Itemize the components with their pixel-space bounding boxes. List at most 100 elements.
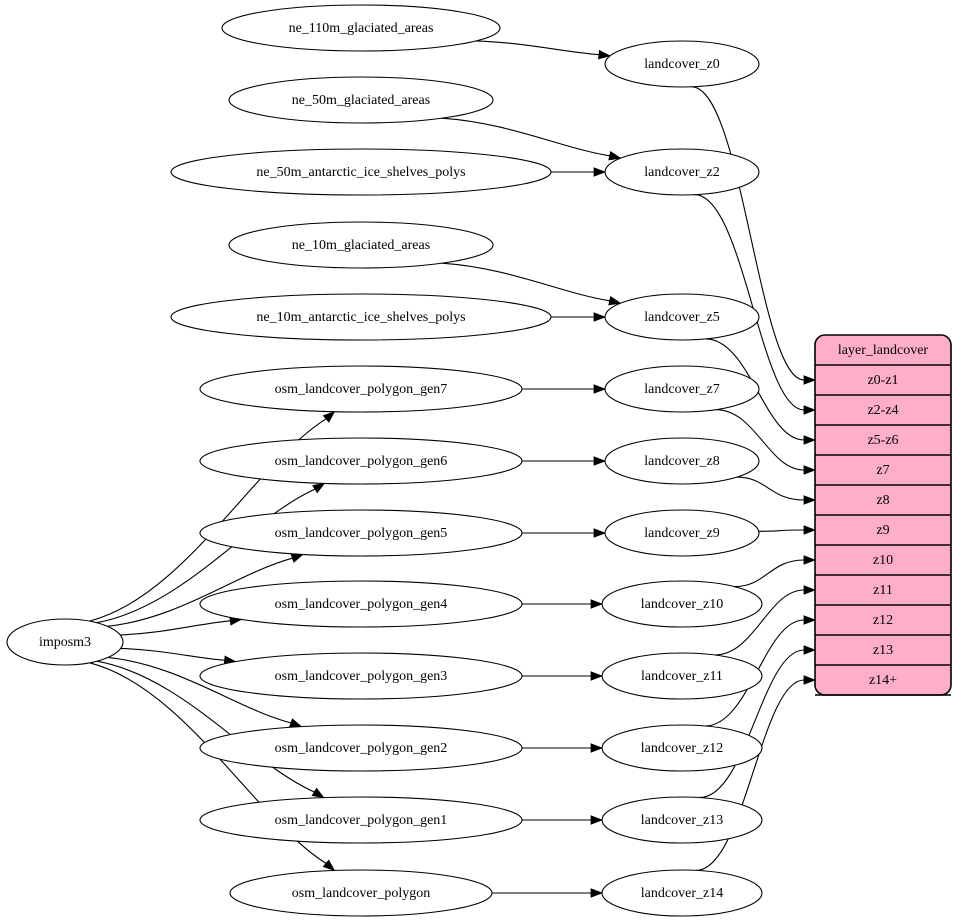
edge-arrowhead — [803, 585, 817, 595]
node-shape-landcover_z9 — [604, 509, 760, 557]
edge-arrowhead — [311, 787, 325, 799]
node-shape-landcover_z2 — [604, 148, 760, 196]
table-row-cell-z5-z6[interactable] — [815, 425, 951, 455]
edge-arrowhead — [803, 615, 817, 625]
edge-imposm3-to-osm_landcover_polygon_gen2 — [107, 656, 292, 724]
edge-arrowhead — [608, 296, 622, 306]
node-shape-osm_landcover_polygon — [229, 869, 493, 917]
edge-imposm3-to-osm_landcover_polygon_gen6 — [96, 488, 316, 624]
node-shape-osm_landcover_polygon_gen7 — [199, 365, 523, 413]
table-row-label-z14-: z14+ — [869, 673, 897, 688]
edge-arrowhead — [598, 49, 612, 60]
node-shape-landcover_z14 — [601, 869, 763, 917]
edge-arrowhead — [803, 465, 817, 475]
node-osm_landcover_polygon_gen4[interactable]: osm_landcover_polygon_gen4 — [199, 580, 523, 628]
node-ne_50m_glaciated_areas[interactable]: ne_50m_glaciated_areas — [228, 76, 494, 124]
edge-arrowhead — [803, 555, 817, 565]
table-row-label-z11: z11 — [873, 583, 893, 598]
edge-arrowhead — [590, 743, 604, 753]
node-osm_landcover_polygon_gen2[interactable]: osm_landcover_polygon_gen2 — [199, 724, 523, 772]
node-label-ne_50m_antarctic_ice_shelves_polys: ne_50m_antarctic_ice_shelves_polys — [256, 165, 465, 180]
node-shape-landcover_z13 — [601, 796, 763, 844]
node-label-landcover_z10: landcover_z10 — [641, 597, 723, 612]
table-layer: layer_landcoverz0-z1z2-z4z5-z6z7z8z9z10z… — [814, 334, 952, 696]
table-row-cell-z12[interactable] — [815, 605, 951, 635]
node-ne_110m_glaciated_areas[interactable]: ne_110m_glaciated_areas — [221, 4, 501, 52]
edge-landcover_z2-to-layer_landcover:z2-z4 — [694, 194, 805, 411]
node-landcover_z9[interactable]: landcover_z9 — [604, 509, 760, 557]
node-osm_landcover_polygon_gen7[interactable]: osm_landcover_polygon_gen7 — [199, 365, 523, 413]
node-label-osm_landcover_polygon_gen2: osm_landcover_polygon_gen2 — [275, 741, 448, 756]
node-shape-osm_landcover_polygon_gen1 — [199, 796, 523, 844]
node-osm_landcover_polygon_gen5[interactable]: osm_landcover_polygon_gen5 — [199, 509, 523, 557]
edge-arrowhead — [593, 384, 607, 394]
node-osm_landcover_polygon[interactable]: osm_landcover_polygon — [229, 869, 493, 917]
node-landcover_z8[interactable]: landcover_z8 — [604, 437, 760, 485]
node-label-osm_landcover_polygon: osm_landcover_polygon — [292, 886, 430, 901]
edge-landcover_z13-to-layer_landcover:z13 — [699, 649, 805, 799]
nodes-layer: imposm3 ne_110m_glaciated_areas ne_50m_gla… — [6, 4, 763, 917]
node-ne_10m_antarctic_ice_shelves_polys[interactable]: ne_10m_antarctic_ice_shelves_polys — [170, 293, 552, 341]
node-landcover_z2[interactable]: landcover_z2 — [604, 148, 760, 196]
node-shape-osm_landcover_polygon_gen3 — [199, 652, 523, 700]
table-row-cell-z0-z1[interactable] — [815, 365, 951, 395]
node-landcover_z0[interactable]: landcover_z0 — [604, 40, 760, 88]
edge-arrowhead — [803, 645, 817, 655]
node-label-landcover_z7: landcover_z7 — [644, 382, 719, 397]
table-row-cell-z2-z4[interactable] — [815, 395, 951, 425]
edge-imposm3-to-osm_landcover_polygon_gen3 — [120, 647, 225, 661]
node-label-osm_landcover_polygon_gen1: osm_landcover_polygon_gen1 — [275, 813, 448, 828]
node-ne_50m_antarctic_ice_shelves_polys[interactable]: ne_50m_antarctic_ice_shelves_polys — [170, 148, 552, 196]
edge-arrowhead — [803, 375, 817, 385]
table-row-label-z0-z1: z0-z1 — [867, 373, 898, 388]
edge-arrowhead — [289, 718, 303, 728]
node-landcover_z14[interactable]: landcover_z14 — [601, 869, 763, 917]
node-label-landcover_z8: landcover_z8 — [644, 454, 719, 469]
node-shape-landcover_z8 — [604, 437, 760, 485]
node-osm_landcover_polygon_gen1[interactable]: osm_landcover_polygon_gen1 — [199, 796, 523, 844]
node-shape-landcover_z11 — [601, 652, 763, 700]
edge-ne_10m_glaciated_areas-to-landcover_z5 — [441, 262, 610, 302]
edge-arrowhead — [312, 482, 326, 494]
edge-arrowhead — [593, 167, 607, 177]
table-row-cell-z7[interactable] — [815, 455, 951, 485]
node-landcover_z5[interactable]: landcover_z5 — [604, 293, 760, 341]
edge-arrowhead — [590, 599, 604, 609]
node-landcover_z10[interactable]: landcover_z10 — [601, 580, 763, 628]
node-shape-ne_10m_antarctic_ice_shelves_polys — [170, 293, 552, 341]
table-row-cell-z13[interactable] — [815, 635, 951, 665]
table-row-label-z10: z10 — [873, 553, 893, 568]
node-osm_landcover_polygon_gen6[interactable]: osm_landcover_polygon_gen6 — [199, 437, 523, 485]
edge-arrowhead — [803, 405, 817, 415]
node-shape-osm_landcover_polygon_gen6 — [199, 437, 523, 485]
node-shape-ne_10m_glaciated_areas — [228, 221, 494, 269]
edge-arrowhead — [803, 525, 817, 535]
edge-ne_50m_glaciated_areas-to-landcover_z2 — [441, 117, 610, 157]
node-label-landcover_z12: landcover_z12 — [641, 741, 723, 756]
table-row-cell-z8[interactable] — [815, 485, 951, 515]
edge-imposm3-to-osm_landcover_polygon_gen5 — [107, 557, 293, 627]
table-header-label: layer_landcover — [838, 343, 929, 358]
node-landcover_z12[interactable]: landcover_z12 — [601, 724, 763, 772]
edge-landcover_z9-to-layer_landcover:z9 — [758, 529, 805, 532]
node-landcover_z7[interactable]: landcover_z7 — [604, 365, 760, 413]
table-row-label-z9: z9 — [876, 523, 889, 538]
node-ne_10m_glaciated_areas[interactable]: ne_10m_glaciated_areas — [228, 221, 494, 269]
node-shape-imposm3 — [6, 618, 124, 666]
node-imposm3[interactable]: imposm3 — [6, 618, 124, 666]
node-landcover_z11[interactable]: landcover_z11 — [601, 652, 763, 700]
node-landcover_z13[interactable]: landcover_z13 — [601, 796, 763, 844]
table-row-cell-z14-[interactable] — [815, 665, 951, 695]
table-row-cell-z11[interactable] — [815, 575, 951, 605]
node-label-osm_landcover_polygon_gen6: osm_landcover_polygon_gen6 — [275, 454, 448, 469]
edge-arrowhead — [290, 553, 304, 563]
edge-arrowhead — [593, 528, 607, 538]
table-row-cell-z10[interactable] — [815, 545, 951, 575]
node-osm_landcover_polygon_gen3[interactable]: osm_landcover_polygon_gen3 — [199, 652, 523, 700]
node-label-landcover_z11: landcover_z11 — [641, 669, 723, 684]
node-shape-landcover_z10 — [601, 580, 763, 628]
edge-landcover_z0-to-layer_landcover:z0-z1 — [691, 86, 805, 381]
table-row-cell-z9[interactable] — [815, 515, 951, 545]
